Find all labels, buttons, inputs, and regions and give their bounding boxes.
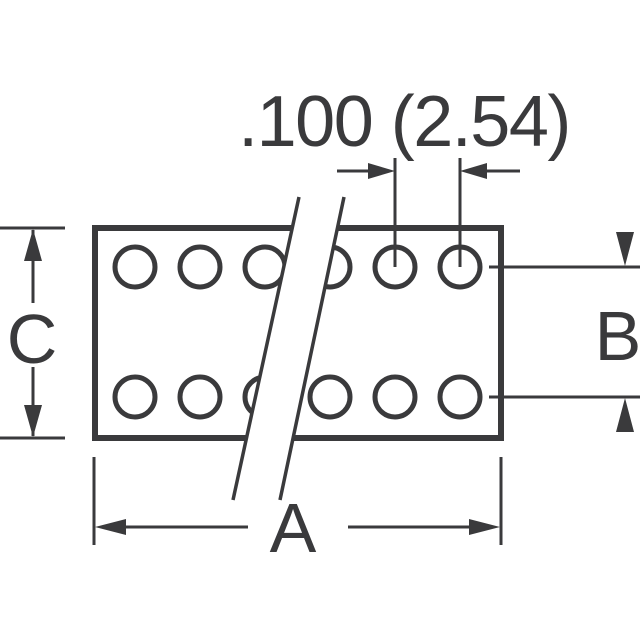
a-dimension-label: A — [270, 489, 317, 567]
arrow-right-icon — [469, 519, 500, 535]
pin-hole — [372, 374, 418, 420]
b-dimension-label: B — [595, 297, 640, 375]
pin-hole — [177, 374, 223, 420]
arrow-up-icon — [616, 398, 634, 432]
arrow-up-icon — [24, 229, 42, 261]
pin-hole — [112, 244, 158, 290]
arrow-left-icon — [460, 163, 487, 179]
c-dimension-label: C — [7, 300, 58, 378]
pin-hole — [112, 374, 158, 420]
pin-hole — [437, 374, 483, 420]
pitch-dimension-label: .100 (2.54) — [238, 82, 570, 162]
pin-hole — [307, 374, 353, 420]
break-line-right — [278, 196, 346, 501]
arrow-down-icon — [616, 232, 634, 266]
arrow-left-icon — [95, 519, 126, 535]
break-band — [233, 197, 344, 500]
break-line-left — [231, 196, 301, 501]
arrow-down-icon — [24, 405, 42, 437]
pin-hole — [177, 244, 223, 290]
arrow-right-icon — [368, 163, 395, 179]
